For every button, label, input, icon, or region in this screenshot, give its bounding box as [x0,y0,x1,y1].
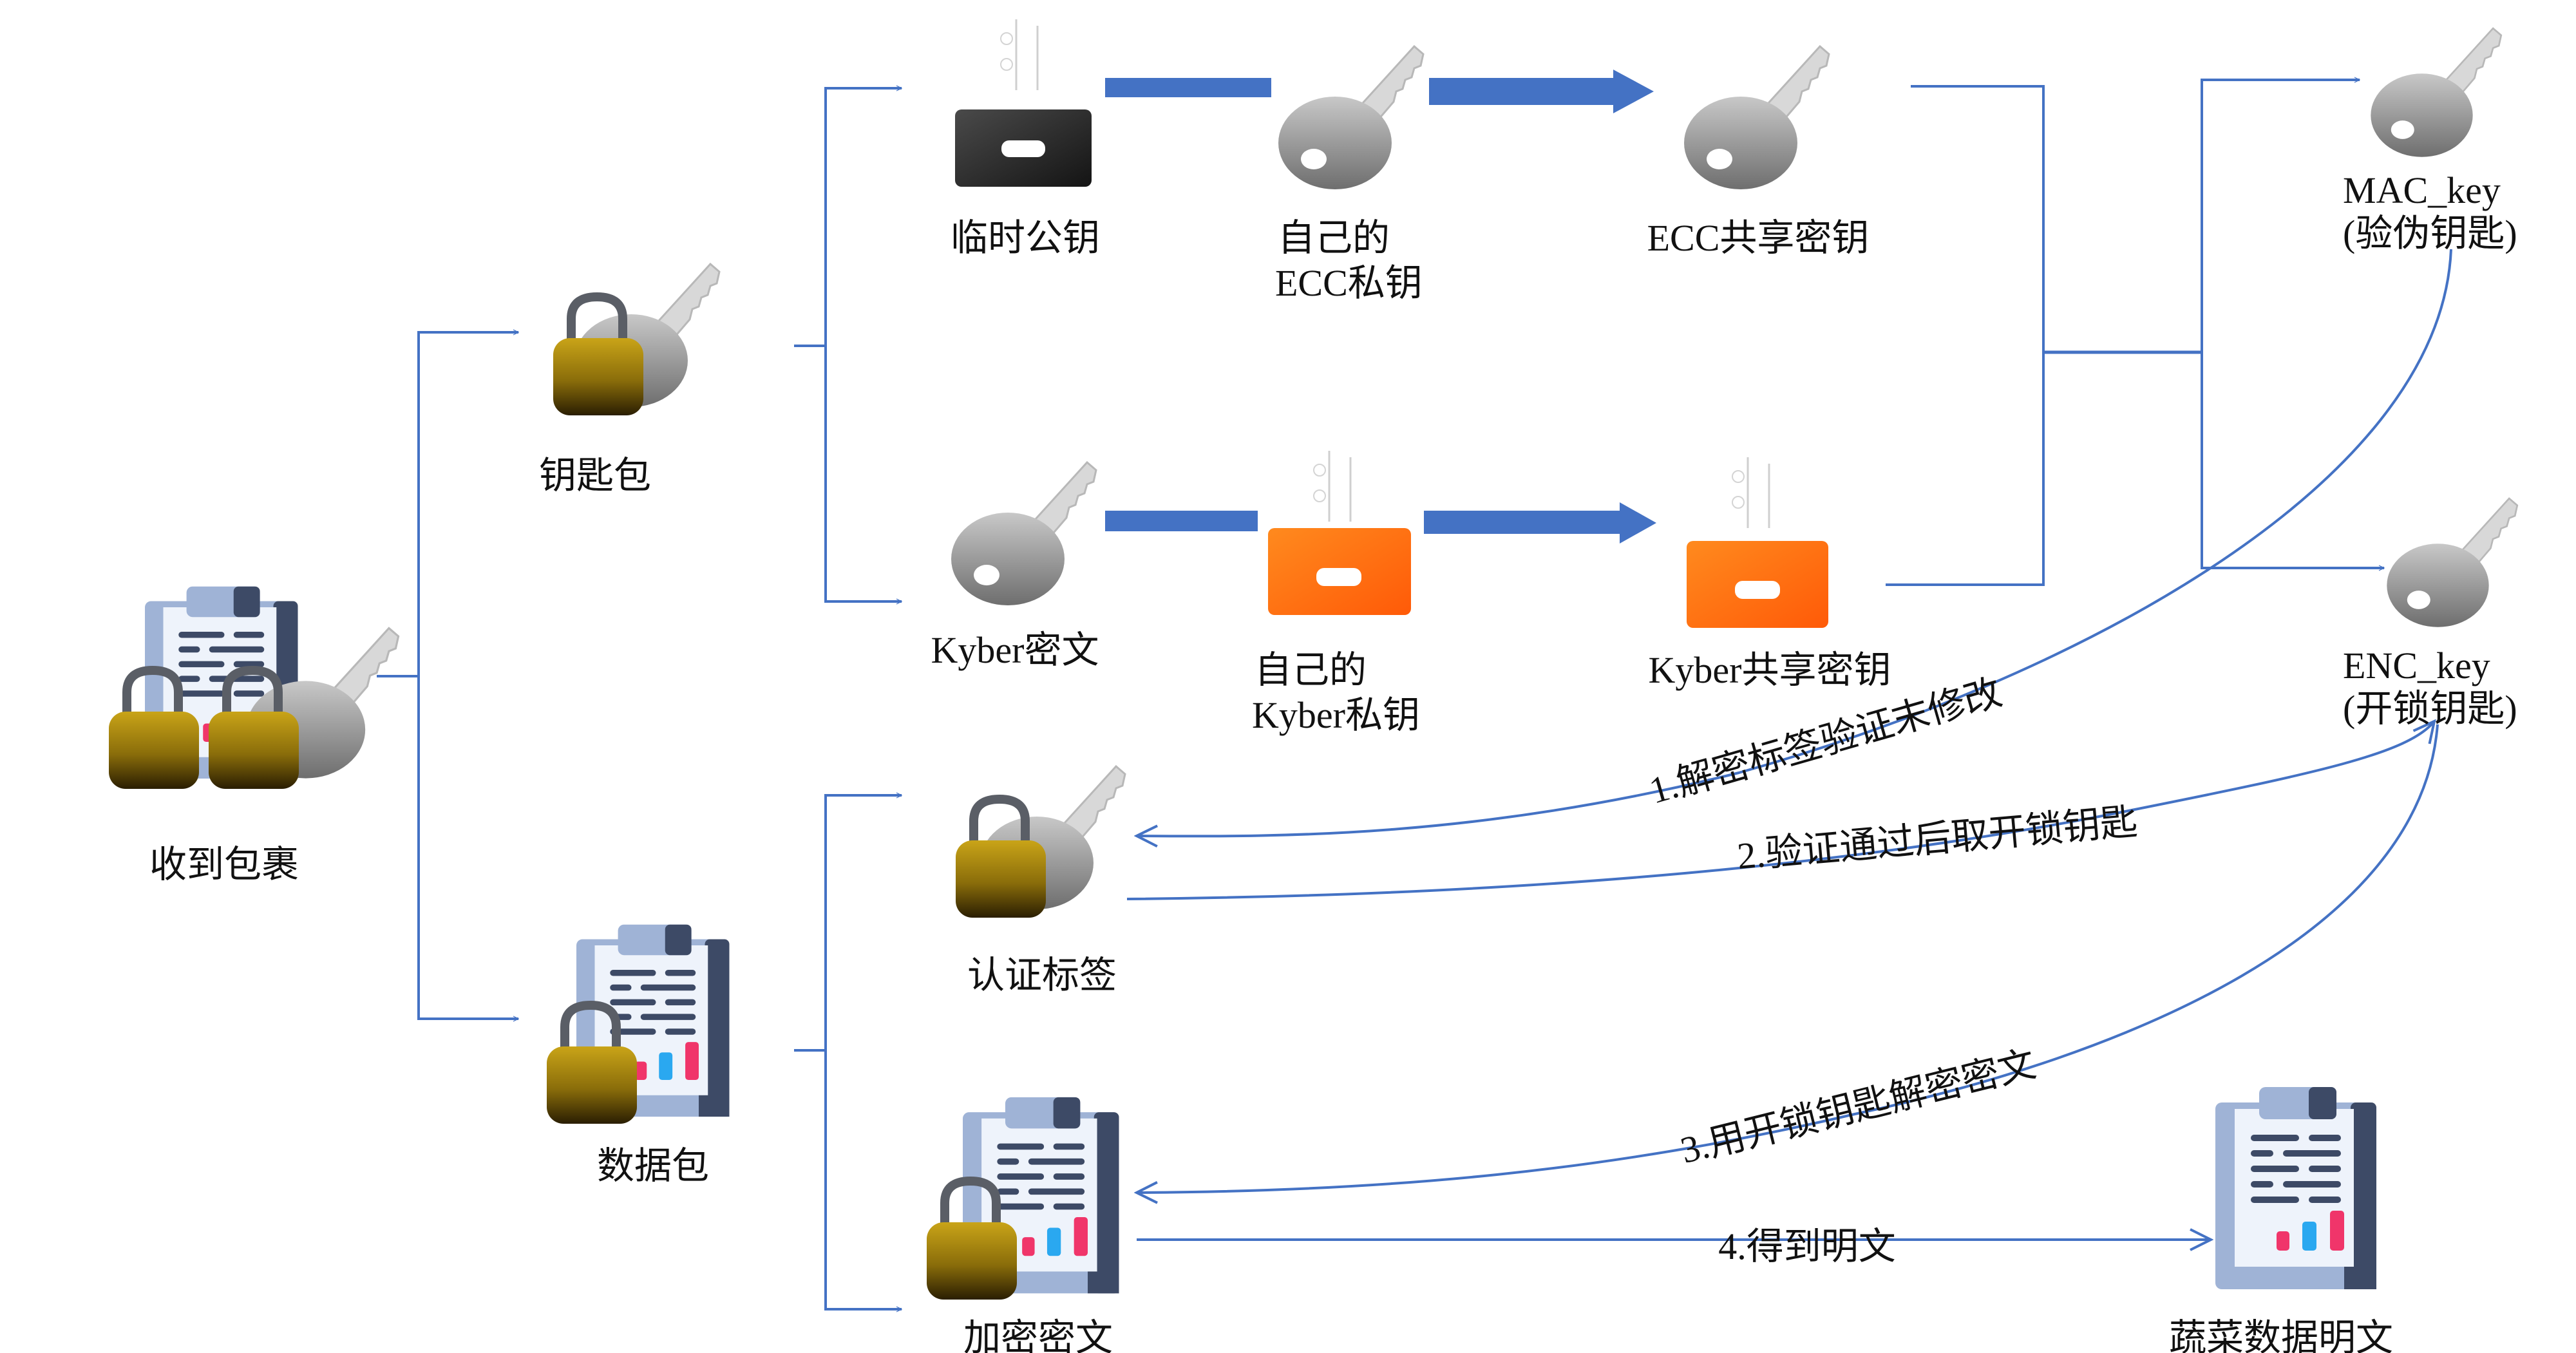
enc-key-label-line2: (开锁钥匙) [2343,688,2517,730]
kyber-ciphertext-icon [950,461,1097,607]
step-1-curve [1137,249,2452,836]
vegetable-plaintext-label: 蔬菜数据明文 [2169,1317,2393,1353]
process-arrow-ecc-2 [1429,70,1654,113]
connector-to-data-package [417,676,518,1019]
step-3-curve [1137,724,2439,1193]
key-package-icon [553,263,721,415]
data-package-label: 数据包 [597,1145,709,1187]
connector-to-mac-key [2201,80,2360,352]
connector-to-key-package [417,332,518,676]
connector-to-kyber-ciphertext [824,346,902,601]
vegetable-plaintext-icon [2215,1087,2376,1289]
connector-to-auth-tag [824,795,902,1050]
kyber-ciphertext-label: Kyber密文 [931,629,1099,671]
own-kyber-private-key-label-line1: 自己的 [1255,649,1367,691]
ecc-shared-key-label: ECC共享密钥 [1647,217,1870,259]
received-package-icon [109,586,400,789]
own-ecc-private-key-label-line1: 自己的 [1278,217,1390,259]
own-ecc-private-key-icon [1277,45,1425,191]
own-kyber-private-key-label-line2: Kyber私钥 [1252,694,1420,736]
step-2-label: 2.验证通过后取开锁钥匙 [1736,800,2139,877]
own-kyber-private-key-tag-icon [1268,449,1411,615]
own-ecc-private-key-label-line2: ECC私钥 [1275,262,1423,304]
process-bar-kyber-1 [1105,511,1258,531]
key-package-label: 钥匙包 [539,455,651,497]
mac-key-label-line2: (验伪钥匙) [2343,213,2517,254]
enc-key-label-line1: ENC_key [2343,645,2490,686]
connector-to-encrypted-ciphertext [824,1050,902,1309]
kyber-shared-key-label: Kyber共享密钥 [1649,649,1891,691]
encrypted-ciphertext-label: 加密密文 [963,1317,1113,1353]
step-4-label: 4.得到明文 [1718,1225,1896,1267]
encrypted-ciphertext-icon [927,1097,1119,1300]
step-2-curve [1126,721,2434,900]
kyber-shared-key-tag-icon [1687,456,1828,628]
ephemeral-public-key-tag-icon [955,18,1092,187]
received-package-label: 收到包裹 [149,844,299,885]
auth-tag-label: 认证标签 [967,954,1117,996]
connector-ecc-shared-merge [1886,85,2045,586]
connector-to-ephemeral-public-key [824,88,902,346]
auth-tag-icon [956,765,1126,918]
ephemeral-public-key-label: 临时公钥 [951,217,1100,259]
enc-key-icon [2385,497,2519,629]
connector-to-enc-key [2201,352,2384,568]
process-bar-ecc-1 [1105,78,1271,97]
mac-key-icon [2369,27,2503,158]
step-3-label: 3.用开锁钥匙解密密文 [1676,1043,2040,1171]
ecc-shared-key-icon [1683,45,1830,191]
data-package-icon [547,924,730,1124]
mac-key-label-line1: MAC_key [2343,169,2501,211]
process-arrow-kyber-2 [1424,502,1656,544]
step-1-label: 1.解密标签验证末修改 [1645,671,2007,811]
